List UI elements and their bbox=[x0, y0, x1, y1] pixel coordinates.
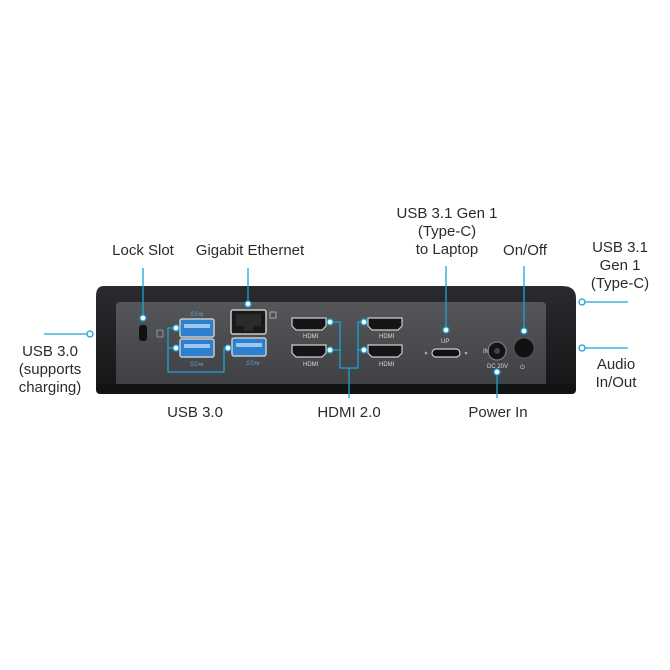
hdmi-label-3: HDMI bbox=[379, 334, 395, 340]
audio-label: Audio In/Out bbox=[595, 356, 637, 391]
usb30-port-top bbox=[179, 318, 215, 338]
up-label: UP bbox=[441, 339, 449, 345]
power-button bbox=[513, 337, 535, 359]
hdmi-port-2 bbox=[291, 344, 327, 358]
dc-label: DC 20V bbox=[487, 364, 508, 370]
lock-slot bbox=[139, 325, 164, 341]
power-in-label: Power In bbox=[468, 404, 528, 421]
in-label: IN bbox=[483, 349, 489, 355]
ethernet-port bbox=[230, 309, 277, 335]
usb-ss-logo-top: SS⇆ bbox=[190, 311, 204, 318]
usb30-port-bottom bbox=[179, 338, 215, 358]
hdmi-port-4 bbox=[367, 344, 403, 358]
hdmi-port-3 bbox=[367, 317, 403, 331]
lock-slot-label: Lock Slot bbox=[112, 242, 174, 259]
hdmi20-label: HDMI 2.0 bbox=[317, 404, 381, 421]
usb30-charging-label: USB 3.0 (supports charging) bbox=[18, 343, 82, 396]
dc-power-port bbox=[487, 341, 507, 361]
usb30-port-right bbox=[231, 337, 267, 357]
hdmi-label-4: HDMI bbox=[379, 362, 395, 368]
usb-ss-logo-bottom: SS⇆ bbox=[190, 361, 204, 368]
on-off-label: On/Off bbox=[503, 242, 547, 259]
hdmi-label-2: HDMI bbox=[303, 362, 319, 368]
usb31-side-label: USB 3.1 Gen 1 (Type-C) bbox=[590, 239, 650, 292]
power-symbol: ⏻ bbox=[520, 364, 525, 371]
usb31-laptop-label: USB 3.1 Gen 1 (Type-C) to Laptop bbox=[396, 205, 498, 258]
usb30-label: USB 3.0 bbox=[167, 404, 223, 421]
hdmi-label-1: HDMI bbox=[303, 334, 319, 340]
callout-dots bbox=[86, 298, 586, 376]
usbc-upstream-port bbox=[424, 348, 468, 358]
gigabit-ethernet-label: Gigabit Ethernet bbox=[195, 242, 305, 259]
dock-body bbox=[96, 286, 576, 394]
usb-ss-logo-right: SS⇆ bbox=[246, 360, 260, 367]
hdmi-port-1 bbox=[291, 317, 327, 331]
network-icon bbox=[269, 311, 277, 319]
